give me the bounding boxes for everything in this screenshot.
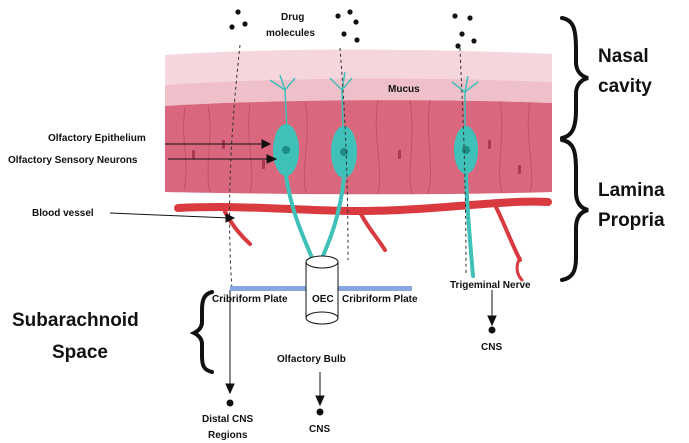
lamina-propria-label-line2: Propria — [598, 210, 665, 231]
subarachnoid-label-line2: Space — [52, 342, 108, 363]
distal-cns-label-line1: Distal CNS — [202, 414, 253, 425]
cns-dot-bulb — [317, 409, 324, 416]
oec-cylinder — [306, 256, 338, 324]
trigeminal-nerve-label: Trigeminal Nerve — [450, 280, 531, 291]
drug-molecules-label-line1: Drug — [281, 12, 304, 23]
cribriform-plate-left-label: Cribriform Plate — [212, 294, 288, 305]
distal-cns-label-line2: Regions — [208, 430, 248, 441]
olfactory-sensory-neurons-label: Olfactory Sensory Neurons — [8, 155, 138, 166]
olfactory-bulb-label: Olfactory Bulb — [277, 354, 346, 365]
lamina-propria-label-line1: Lamina — [598, 180, 665, 201]
distal-cns-dot — [227, 400, 234, 407]
oec-label: OEC — [312, 294, 334, 305]
nasal-cavity-brace — [562, 18, 588, 138]
lamina-propria-brace — [562, 140, 588, 280]
mucus-label: Mucus — [388, 84, 420, 95]
nasal-cavity-label-line2: cavity — [598, 76, 652, 97]
blood-vessel — [178, 202, 548, 280]
cribriform-plate-right-label: Cribriform Plate — [342, 294, 418, 305]
blood-vessel-label: Blood vessel — [32, 208, 94, 219]
subarachnoid-label-line1: Subarachnoid — [12, 310, 139, 331]
olfactory-epithelium-label: Olfactory Epithelium — [48, 133, 146, 144]
cns-trigeminal-label: CNS — [481, 342, 502, 353]
cns-dot-trigeminal — [489, 327, 496, 334]
nasal-cavity-label-line1: Nasal — [598, 46, 649, 67]
subarachnoid-brace — [194, 292, 212, 372]
distal-cns-arrow — [226, 290, 234, 393]
drug-molecules-label-line2: molecules — [266, 28, 315, 39]
cns-bulb-label: CNS — [309, 424, 330, 435]
